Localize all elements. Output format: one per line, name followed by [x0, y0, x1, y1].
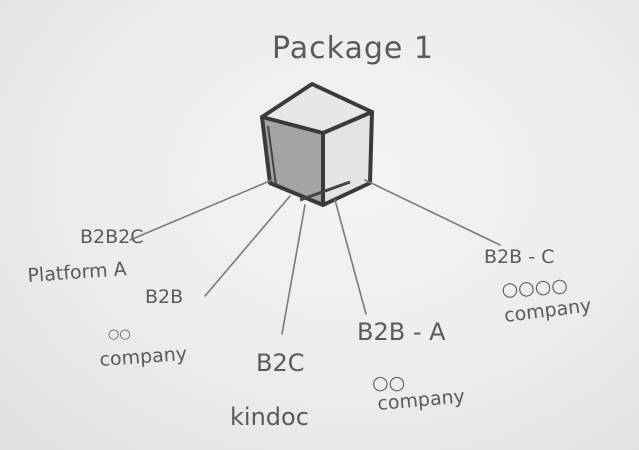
node-b2b-small-subtitle: company: [99, 343, 188, 371]
node-b2c-title: B2C: [256, 349, 305, 377]
node-b2b-small: B2B ○○ company: [99, 286, 188, 371]
node-b2b2c-subtitle: Platform A: [27, 258, 127, 287]
connector-b2b-small: [204, 195, 291, 297]
diagram-title: Package 1: [272, 31, 434, 66]
connector-b2b-a: [334, 199, 367, 315]
node-b2b-small-title: B2B: [145, 286, 183, 308]
node-b2b-a-title: B2B - A: [357, 318, 446, 346]
connector-lines: [129, 179, 501, 335]
node-b2b-c-placeholder: ○○○○: [501, 274, 569, 301]
package-cube-icon: [260, 82, 374, 207]
node-b2b2c-title: B2B2C: [80, 226, 144, 248]
connector-b2c: [281, 204, 306, 335]
connector-b2b-c: [364, 179, 501, 246]
node-b2b2c: B2B2C Platform A: [27, 226, 144, 287]
node-b2b-a-placeholder: ○○: [372, 372, 405, 394]
node-b2c: B2C kindoc: [230, 349, 309, 431]
connector-b2b2c: [129, 179, 273, 241]
node-b2b-a: B2B - A ○○ company: [357, 318, 466, 415]
node-b2b-small-placeholder: ○○: [108, 327, 131, 342]
node-b2c-subtitle: kindoc: [230, 403, 309, 431]
node-b2b-c: B2B - C ○○○○ company: [484, 246, 593, 327]
node-b2b-c-title: B2B - C: [484, 246, 554, 268]
